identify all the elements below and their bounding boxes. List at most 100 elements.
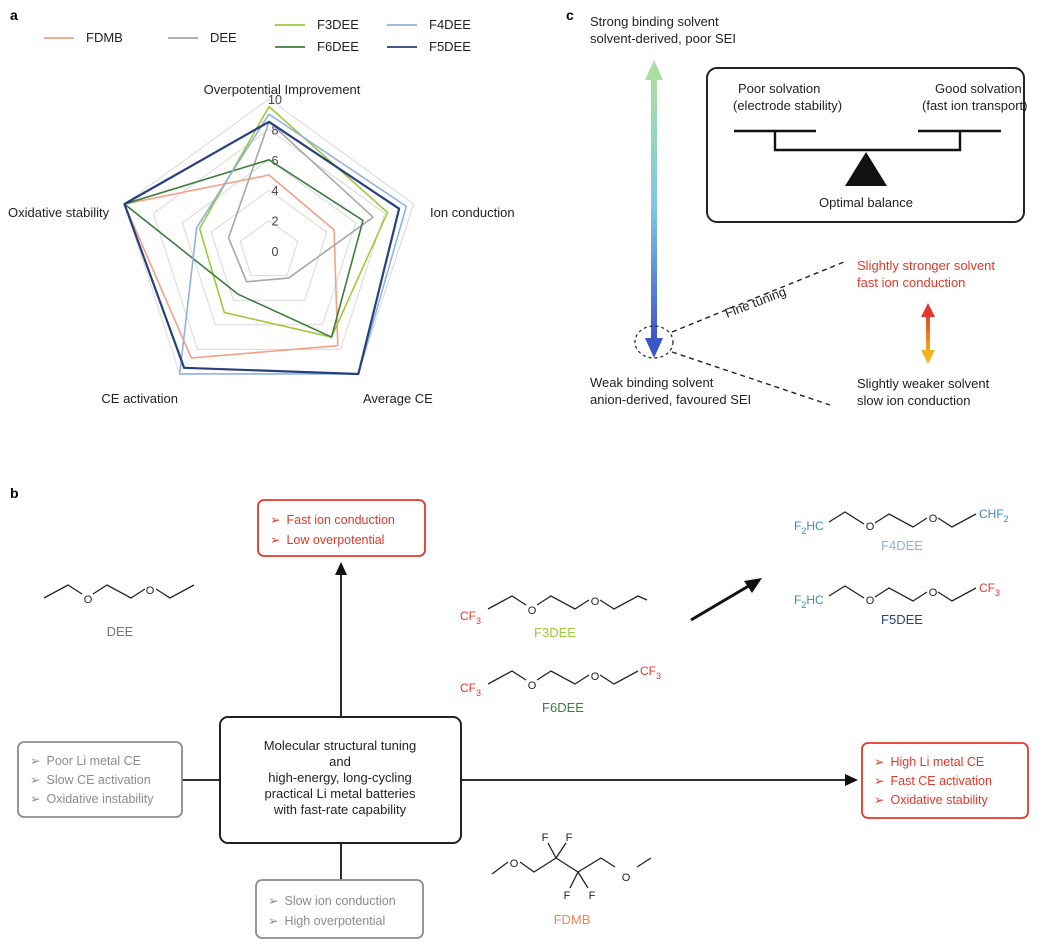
radar-series xyxy=(123,105,408,376)
left-box-item-1: ➢ Poor Li metal CE xyxy=(30,754,141,768)
left-box-text-1: Poor Li metal CE xyxy=(46,754,140,768)
f5dee-o1: O xyxy=(866,595,875,607)
radar-tick-label: 8 xyxy=(272,123,279,137)
radar-tick-label: 6 xyxy=(272,154,279,168)
f4dee-label: F4DEE xyxy=(881,538,923,553)
f6dee-o2: O xyxy=(591,671,600,683)
axis-label-oxidative-stability: Oxidative stability xyxy=(8,205,110,220)
balance-fulcrum xyxy=(845,152,887,186)
top-box-text-1: Fast ion conduction xyxy=(286,513,394,527)
panel-label-a: a xyxy=(10,7,18,23)
bullet: ➢ xyxy=(30,754,41,768)
f6dee-o1: O xyxy=(528,680,537,692)
radar-grid-ring xyxy=(152,128,386,350)
bullet: ➢ xyxy=(874,774,885,788)
legend-label-f5dee: F5DEE xyxy=(429,39,471,54)
fine-arrow-head-down xyxy=(921,350,935,364)
radar-series-f5dee xyxy=(123,120,401,376)
molecule-f3dee: CF3 O O xyxy=(460,595,648,626)
bullet: ➢ xyxy=(30,773,41,787)
left-box-item-2: ➢ Slow CE activation xyxy=(30,773,151,787)
fdmb-o1: O xyxy=(510,858,519,870)
flow-connectors xyxy=(182,572,848,880)
top-box xyxy=(257,499,426,557)
f5dee-cf3: CF3 xyxy=(979,581,1000,598)
fdmb-f1: F xyxy=(542,832,549,844)
cf3-sub: 3 xyxy=(995,588,1000,598)
slightly-stronger-label: Slightly stronger solvent xyxy=(857,258,995,273)
left-box xyxy=(17,741,183,818)
right-box-item-3: ➢Oxidative stability xyxy=(874,793,988,807)
f4dee-o1: O xyxy=(866,521,875,533)
right-box-item-2: ➢Fast CE activation xyxy=(874,774,992,788)
f3dee-cf3: CF3 xyxy=(460,609,481,626)
right-box-text-3: Oxidative stability xyxy=(890,793,988,807)
right-box xyxy=(861,742,1029,819)
bullet: ➢ xyxy=(270,513,281,527)
axis-label-average-ce: Average CE xyxy=(363,391,433,406)
radar-grid-ring xyxy=(239,219,299,277)
bottom-box-item-1: ➢Slow ion conduction xyxy=(268,894,396,908)
dashed-line-upper xyxy=(671,261,845,333)
radar-series-f4dee xyxy=(178,113,408,375)
good-solvation-label: Good solvation xyxy=(935,81,1022,96)
f3dee-label: F3DEE xyxy=(534,625,576,640)
top-box-text-2: Low overpotential xyxy=(286,533,384,547)
strong-binding-title: Strong binding solvent xyxy=(590,14,719,29)
molecule-f6dee: CF3 CF3 O O xyxy=(460,664,661,698)
center-box xyxy=(219,716,462,844)
radar-tick-label: 0 xyxy=(272,245,279,259)
dee-o1: O xyxy=(84,594,93,606)
center-line-2: and xyxy=(329,754,351,769)
molecule-f4dee: F2HC O O CHF2 xyxy=(794,507,1009,536)
top-box-item-1: ➢ Fast ion conduction xyxy=(270,513,395,527)
weak-binding-title: Weak binding solvent xyxy=(590,375,714,390)
arrow-head-down xyxy=(645,338,663,358)
chf-sub: 2 xyxy=(1004,514,1009,524)
radar-series-f3dee xyxy=(198,105,389,338)
cf3-text: CF xyxy=(460,609,476,623)
center-box-text: Molecular structural tuning and high-ene… xyxy=(264,738,416,817)
legend-label-f6dee: F6DEE xyxy=(317,39,359,54)
axis-label-overpotential: Overpotential Improvement xyxy=(204,82,361,97)
bullet: ➢ xyxy=(30,792,41,806)
cf3-sub: 3 xyxy=(656,671,661,681)
left-box-item-3: ➢Oxidative instability xyxy=(30,792,154,806)
weak-binding-sub: anion-derived, favoured SEI xyxy=(590,392,751,407)
poor-solvation-label: Poor solvation xyxy=(738,81,820,96)
f6dee-cf3-left: CF3 xyxy=(460,681,481,698)
radar-series-dee xyxy=(227,121,374,283)
left-box-text-2: Slow CE activation xyxy=(46,773,150,787)
up-arrow-head xyxy=(335,562,347,575)
panel-label-b: b xyxy=(10,485,19,501)
legend-label-dee: DEE xyxy=(210,30,237,45)
legend-label-fdmb: FDMB xyxy=(86,30,123,45)
cf3-text: CF xyxy=(640,664,656,678)
radar-tick-label: 4 xyxy=(272,184,279,198)
f5dee-o2: O xyxy=(929,587,938,599)
f6dee-label: F6DEE xyxy=(542,700,584,715)
f4dee-o2: O xyxy=(929,513,938,525)
f2hc-f: F xyxy=(794,593,801,607)
cf3-text: CF xyxy=(979,581,995,595)
dee-label: DEE xyxy=(107,624,134,639)
fine-arrow-head-up xyxy=(921,303,935,317)
center-line-4: practical Li metal batteries xyxy=(264,786,416,801)
bullet: ➢ xyxy=(874,755,885,769)
f2hc-sub: 2 xyxy=(801,526,806,536)
radar-series-fdmb xyxy=(123,174,339,359)
poor-solvation-sub: (electrode stability) xyxy=(733,98,842,113)
arrow-head-up xyxy=(645,60,663,80)
axis-label-ce-activation: CE activation xyxy=(101,391,178,406)
slightly-weaker-sub: slow ion conduction xyxy=(857,393,970,408)
f3dee-o1: O xyxy=(528,605,537,617)
strong-binding-sub: solvent-derived, poor SEI xyxy=(590,31,736,46)
fdmb-label: FDMB xyxy=(554,912,591,927)
f5dee-label: F5DEE xyxy=(881,612,923,627)
cf3-text: CF xyxy=(460,681,476,695)
slightly-weaker-label: Slightly weaker solvent xyxy=(857,376,990,391)
center-line-1: Molecular structural tuning xyxy=(264,738,416,753)
